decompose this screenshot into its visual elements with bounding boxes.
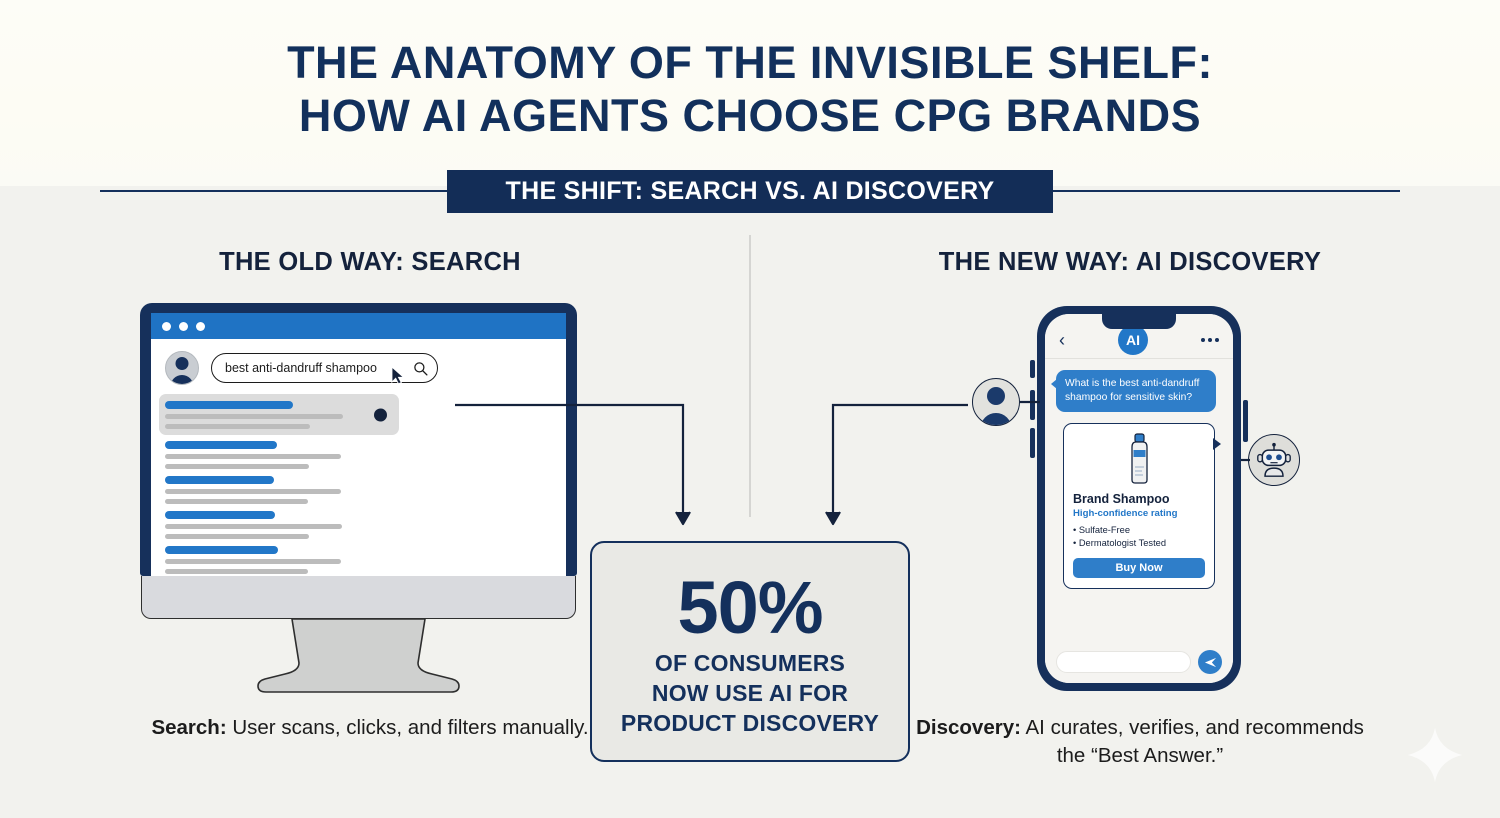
result-title-bar — [165, 476, 274, 484]
stat-description: OF CONSUMERS NOW USE AI FOR PRODUCT DISC… — [621, 648, 879, 738]
result-text-bar — [165, 489, 341, 494]
search-result-item[interactable] — [165, 511, 566, 539]
desktop-monitor: best anti-dandruff shampoo — [140, 303, 577, 693]
monitor-bezel: best anti-dandruff shampoo — [140, 303, 577, 576]
search-result-item[interactable] — [165, 546, 566, 574]
section-banner: THE SHIFT: SEARCH VS. AI DISCOVERY — [447, 170, 1053, 213]
title-line-2: HOW AI AGENTS CHOOSE CPG BRANDS — [298, 90, 1202, 141]
chevron-left-icon[interactable]: ‹ — [1059, 330, 1065, 350]
result-title-bar — [165, 441, 277, 449]
phone-button-volume-down[interactable] — [1030, 428, 1035, 458]
ai-app-badge: AI — [1118, 325, 1148, 355]
search-results-list — [151, 385, 566, 574]
result-title-bar — [165, 546, 278, 554]
result-title-bar — [165, 511, 275, 519]
header-divider — [1045, 358, 1233, 359]
monitor-chin — [141, 576, 576, 619]
result-title-bar — [165, 401, 293, 409]
phone-button-mute[interactable] — [1030, 360, 1035, 378]
left-column-heading: THE OLD WAY: SEARCH — [219, 248, 521, 276]
left-caption: Search: User scans, clicks, and filters … — [130, 714, 610, 742]
product-feature: • Sulfate-Free — [1073, 525, 1130, 535]
chat-input-bar — [1045, 641, 1233, 683]
result-text-bar — [165, 414, 343, 419]
phone-screen: ‹ AI What is the best anti-dandruff sham… — [1045, 314, 1233, 683]
search-icon[interactable] — [413, 361, 428, 376]
buy-now-button[interactable]: Buy Now — [1073, 558, 1205, 578]
result-text-bar — [165, 464, 309, 469]
result-text-bar — [165, 534, 309, 539]
connector-node — [374, 408, 387, 421]
stat-value: 50% — [677, 565, 823, 649]
right-caption-label: Discovery: — [916, 716, 1021, 739]
window-dot-icon[interactable] — [179, 321, 188, 331]
right-caption-text: AI curates, verifies, and recommends the… — [1020, 716, 1364, 767]
top-band — [0, 0, 1500, 186]
result-text-bar — [165, 499, 308, 504]
browser-titlebar — [151, 313, 566, 339]
product-feature: • Dermatologist Tested — [1073, 538, 1167, 548]
search-result-item[interactable] — [165, 441, 566, 469]
product-feature-label: Sulfate-Free — [1078, 525, 1130, 535]
right-caption: Discovery: AI curates, verifies, and rec… — [900, 714, 1380, 770]
result-text-bar — [165, 524, 342, 529]
smartphone: ‹ AI What is the best anti-dandruff sham… — [1037, 306, 1241, 691]
stat-line-3: PRODUCT DISCOVERY — [620, 709, 880, 736]
left-caption-text: User scans, clicks, and filters manually… — [226, 716, 589, 739]
product-recommendation-card[interactable]: Brand Shampoo High-confidence rating • S… — [1063, 423, 1221, 589]
user-message-bubble: What is the best anti-dandruff shampoo f… — [1051, 370, 1216, 412]
result-text-bar — [165, 454, 341, 459]
user-avatar-icon — [972, 378, 1020, 426]
stat-line-1: OF CONSUMERS — [654, 649, 846, 676]
title-line-1: THE ANATOMY OF THE INVISIBLE SHELF: — [287, 37, 1213, 88]
user-avatar-icon — [165, 351, 199, 385]
result-text-bar — [165, 569, 308, 574]
product-feature-label: Dermatologist Tested — [1078, 538, 1167, 548]
product-image — [1073, 433, 1205, 485]
phone-button-power[interactable] — [1243, 400, 1248, 442]
product-rating: High-confidence rating — [1073, 508, 1178, 519]
result-text-bar — [165, 424, 310, 429]
search-input-value: best anti-dandruff shampoo — [225, 361, 377, 375]
search-result-item[interactable] — [165, 476, 566, 504]
sparkle-icon — [1407, 727, 1463, 783]
monitor-screen: best anti-dandruff shampoo — [151, 313, 566, 576]
chat-input[interactable] — [1056, 651, 1191, 673]
stat-line-2: NOW USE AI FOR — [651, 679, 849, 706]
phone-button-volume-up[interactable] — [1030, 390, 1035, 420]
section-banner-label: THE SHIFT: SEARCH VS. AI DISCOVERY — [505, 177, 995, 205]
window-dot-icon[interactable] — [162, 321, 171, 331]
left-caption-label: Search: — [151, 716, 227, 739]
chat-thread: What is the best anti-dandruff shampoo f… — [1045, 359, 1233, 589]
search-row: best anti-dandruff shampoo — [151, 339, 566, 385]
result-text-bar — [165, 559, 341, 564]
robot-icon — [1248, 434, 1300, 486]
monitor-stand — [257, 619, 460, 693]
stat-callout: 50% OF CONSUMERS NOW USE AI FOR PRODUCT … — [590, 541, 910, 762]
mouse-cursor-icon — [391, 366, 405, 385]
search-result-item[interactable] — [159, 394, 399, 435]
window-dot-icon[interactable] — [196, 321, 205, 331]
page-title: THE ANATOMY OF THE INVISIBLE SHELF: HOW … — [0, 36, 1500, 142]
search-input[interactable]: best anti-dandruff shampoo — [211, 353, 438, 385]
product-name: Brand Shampoo — [1073, 492, 1170, 506]
send-icon[interactable] — [1198, 650, 1222, 674]
center-divider — [749, 235, 751, 517]
shampoo-bottle-icon — [1131, 433, 1148, 484]
phone-notch — [1102, 314, 1176, 329]
more-dots-icon[interactable] — [1201, 338, 1219, 342]
right-column-heading: THE NEW WAY: AI DISCOVERY — [938, 248, 1322, 276]
